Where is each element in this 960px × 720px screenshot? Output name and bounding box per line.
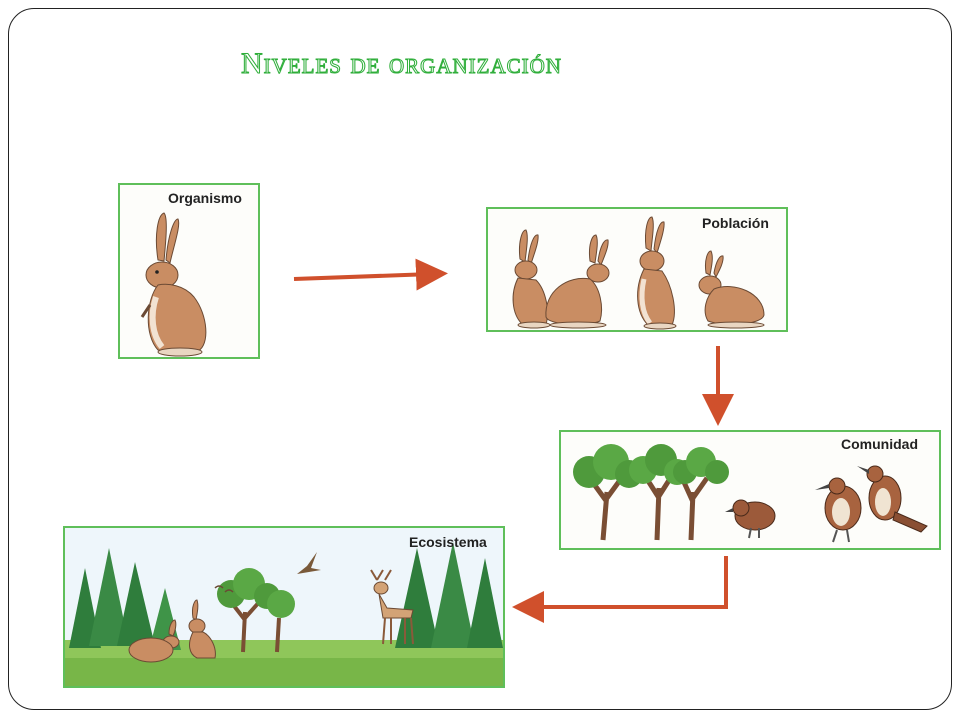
rabbit-icon [545,234,610,329]
rabbit-icon [140,212,207,357]
rabbit-icon [637,216,677,330]
rabbit-group [512,216,765,330]
tree-icon [573,444,643,541]
panel-label-ecosistema: Ecosistema [409,534,487,550]
panel-label-organismo: Organismo [168,190,242,206]
slide-title: Niveles de organización [241,47,562,80]
rabbit-icon [512,229,551,329]
bird-icon [214,552,321,593]
panel-ecosistema: Ecosistema [63,526,505,688]
rabbit-icon [698,250,765,329]
panel-organismo: Organismo [118,183,260,359]
tree-icon [629,444,690,541]
panel-label-poblacion: Población [702,215,769,231]
rabbit-icon [188,599,216,659]
ecosystem-scene [65,528,503,686]
tree-icon [217,568,295,653]
tree-icon [673,447,729,541]
bird-icon [857,465,928,533]
panel-label-comunidad: Comunidad [841,436,918,452]
rabbit-icon [128,619,180,663]
deer-icon [370,569,414,645]
community-scene [573,444,928,543]
panel-poblacion: Población [486,207,788,332]
bird-icon [725,499,776,539]
bird-icon [815,477,862,543]
panel-comunidad: Comunidad [559,430,941,550]
